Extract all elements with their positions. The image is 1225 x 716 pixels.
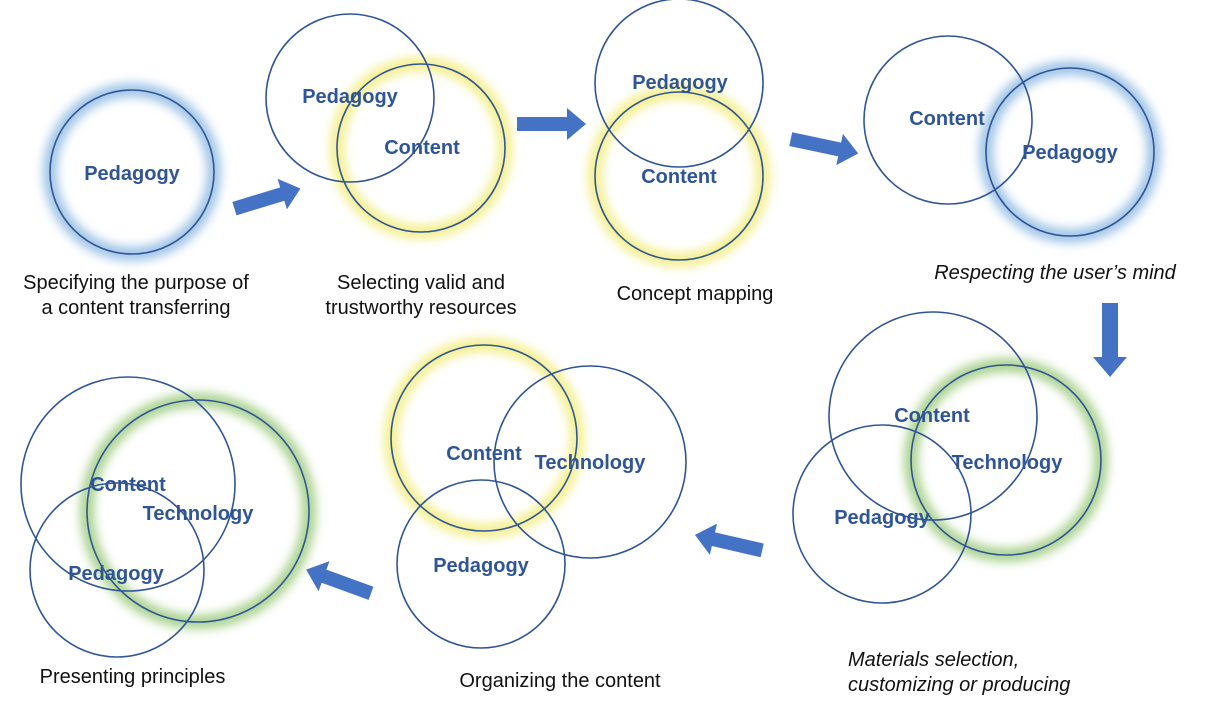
- circle-pedagogy: [792, 424, 972, 604]
- circle-technology: [910, 364, 1102, 556]
- arrow-6: [306, 561, 374, 600]
- circle-pedagogy: [594, 0, 764, 168]
- label-content: Content: [446, 443, 522, 465]
- label-technology: Technology: [535, 452, 647, 474]
- caption-stage-1: Specifying the purpose of a content tran…: [23, 272, 249, 319]
- label-pedagogy: Pedagogy: [632, 72, 728, 94]
- circle-pedagogy: [985, 67, 1155, 237]
- circle-content: [336, 63, 506, 233]
- circle-content: [594, 91, 764, 261]
- stage-3: Pedagogy Content: [588, 0, 770, 267]
- stage-5: Content Technology Pedagogy: [792, 311, 1108, 604]
- glow-ring-content: [384, 338, 584, 538]
- label-pedagogy: Pedagogy: [84, 163, 180, 185]
- stage-7: Content Technology Pedagogy: [20, 376, 316, 658]
- circle-pedagogy: [49, 89, 215, 255]
- stage-2: Pedagogy Content: [265, 13, 512, 239]
- label-content: Content: [641, 166, 717, 188]
- label-content: Content: [384, 137, 460, 159]
- label-pedagogy: Pedagogy: [68, 563, 164, 585]
- label-pedagogy: Pedagogy: [834, 507, 930, 529]
- stage-6: Content Technology Pedagogy: [384, 338, 687, 649]
- arrow-3: [789, 132, 859, 166]
- stage-4: Content Pedagogy: [863, 35, 1161, 243]
- arrow-4: [1093, 303, 1127, 377]
- arrow-1: [232, 178, 301, 216]
- arrow-2: [517, 108, 586, 140]
- stage-1: Pedagogy: [43, 83, 221, 261]
- caption-stage-7: Presenting principles: [39, 666, 226, 688]
- arrow-5: [694, 523, 764, 558]
- caption-stage-2: Selecting valid and trustworthy resource…: [325, 272, 517, 319]
- label-pedagogy: Pedagogy: [433, 555, 529, 577]
- circle-technology: [86, 399, 310, 623]
- label-content: Content: [909, 108, 985, 130]
- circle-content: [390, 344, 578, 532]
- circle-pedagogy: [29, 482, 205, 658]
- circle-content: [863, 35, 1033, 205]
- circle-technology: [493, 365, 687, 559]
- label-content: Content: [894, 405, 970, 427]
- circle-pedagogy: [396, 479, 566, 649]
- label-content: Content: [90, 474, 166, 496]
- label-pedagogy: Pedagogy: [302, 86, 398, 108]
- label-technology: Technology: [952, 452, 1064, 474]
- caption-stage-4: Respecting the user’s mind: [934, 262, 1176, 284]
- label-pedagogy: Pedagogy: [1022, 142, 1118, 164]
- caption-stage-5: Materials selection, customizing or prod…: [848, 649, 1071, 696]
- arrows: [232, 108, 1127, 600]
- circle-pedagogy: [265, 13, 435, 183]
- circle-content: [20, 376, 236, 592]
- caption-stage-3: Concept mapping: [616, 283, 774, 305]
- caption-stage-6: Organizing the content: [459, 670, 661, 692]
- label-technology: Technology: [143, 503, 255, 525]
